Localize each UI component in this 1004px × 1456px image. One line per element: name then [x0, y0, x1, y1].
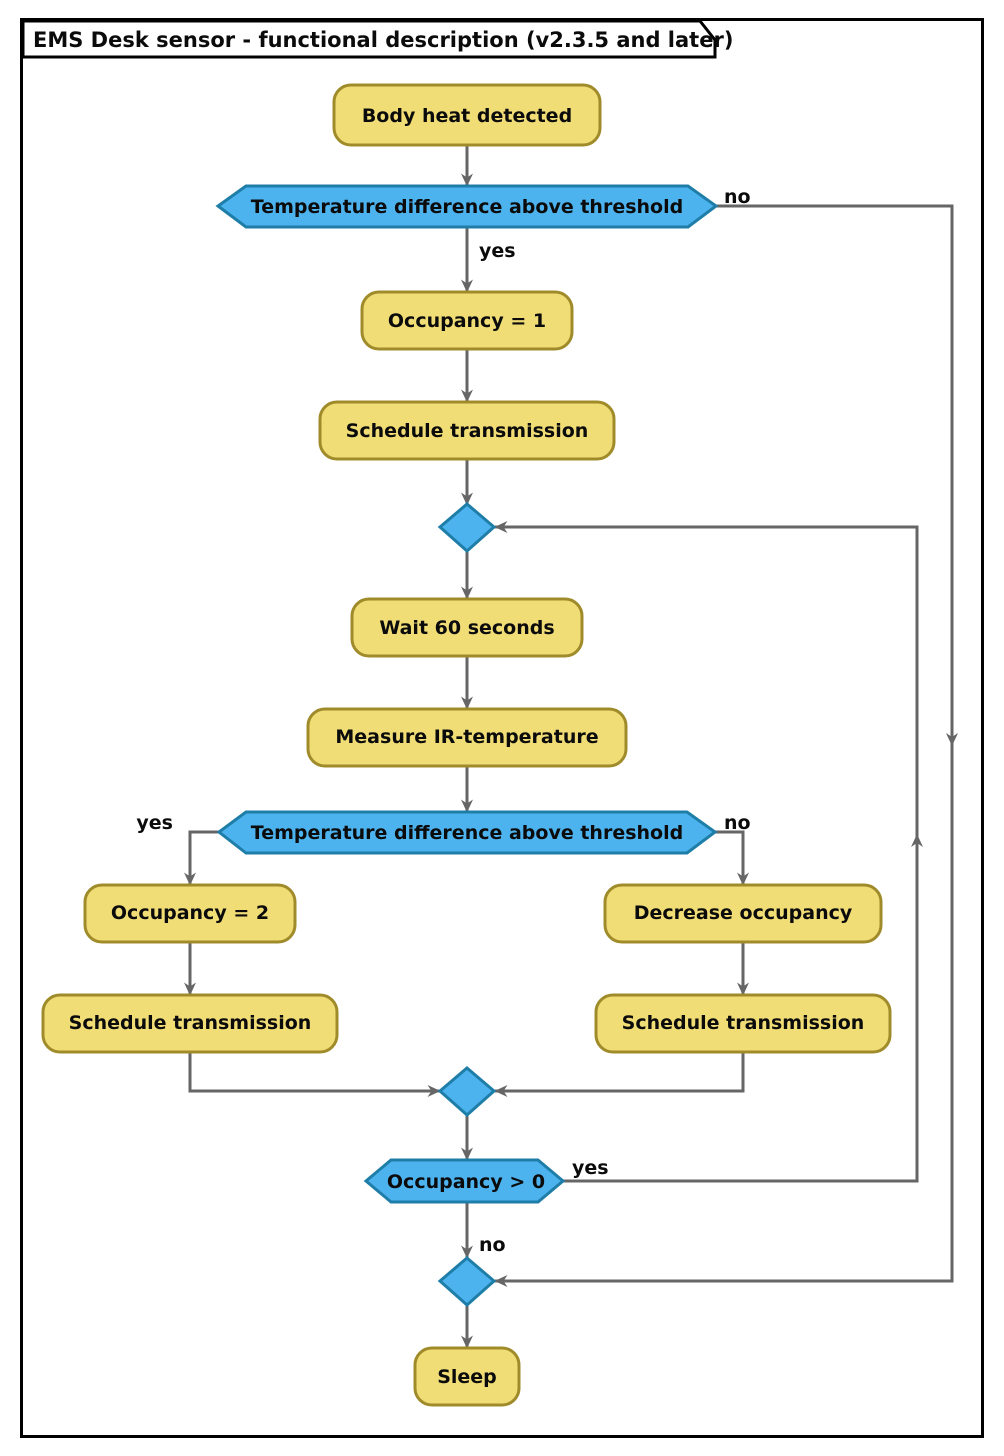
activity-shape	[603, 883, 883, 944]
node-sleep[interactable]: Sleep	[413, 1346, 521, 1407]
edge-label-dec3-no: no	[479, 1234, 506, 1256]
activity-shape	[594, 993, 892, 1054]
edge-label-dec1-yes: yes	[479, 240, 516, 262]
node-occupancy-equals-1[interactable]: Occupancy = 1	[360, 290, 574, 351]
edge-layer	[184, 145, 958, 1349]
activity-shape	[41, 993, 339, 1054]
node-label: Sleep	[437, 1366, 497, 1388]
decision-shape	[363, 1158, 566, 1204]
decision-shape	[215, 184, 719, 229]
merge-shape	[437, 1066, 497, 1118]
activity-shape	[83, 883, 297, 944]
edge-dec2-decrease	[715, 830, 749, 886]
edge-dec2-occ2	[184, 830, 219, 886]
node-body-heat-detected[interactable]: Body heat detected	[332, 83, 602, 147]
frame-title-tab	[21, 19, 717, 59]
activity-shape	[332, 83, 602, 147]
node-merge-2[interactable]	[437, 1066, 497, 1118]
node-label: Occupancy > 0	[387, 1171, 545, 1193]
edge-sched3-merge2	[494, 1051, 745, 1097]
node-label: Schedule transmission	[69, 1012, 312, 1034]
activity-shape	[318, 400, 616, 461]
node-label: Body heat detected	[362, 105, 572, 127]
node-merge-3[interactable]	[437, 1256, 497, 1308]
edge-sched2-merge2	[188, 1051, 441, 1097]
edge-label-dec2-no: no	[724, 812, 751, 834]
merge-shape	[437, 1256, 497, 1308]
node-decision-temperature-difference-2[interactable]: Temperature difference above threshold	[216, 810, 718, 855]
node-label: Decrease occupancy	[634, 902, 853, 924]
decision-shape	[216, 810, 718, 855]
activity-shape	[350, 597, 584, 658]
activity-shape	[413, 1346, 521, 1407]
node-label: Temperature difference above threshold	[251, 196, 683, 218]
node-label: Wait 60 seconds	[379, 617, 554, 639]
node-merge-1[interactable]	[437, 502, 497, 554]
node-schedule-transmission-3[interactable]: Schedule transmission	[594, 993, 892, 1054]
node-wait-60-seconds[interactable]: Wait 60 seconds	[350, 597, 584, 658]
node-schedule-transmission-2[interactable]: Schedule transmission	[41, 993, 339, 1054]
node-label: Occupancy = 2	[111, 902, 269, 924]
edge-label-dec2-yes: yes	[136, 812, 173, 834]
node-label: Measure IR-temperature	[335, 726, 598, 748]
node-decision-occupancy-greater-than-zero[interactable]: Occupancy > 0	[363, 1158, 566, 1204]
node-measure-ir-temperature[interactable]: Measure IR-temperature	[306, 707, 628, 768]
node-decrease-occupancy[interactable]: Decrease occupancy	[603, 883, 883, 944]
edge-label-dec3-yes: yes	[572, 1157, 609, 1179]
merge-shape	[437, 502, 497, 554]
node-label: Schedule transmission	[622, 1012, 865, 1034]
activity-shape	[306, 707, 628, 768]
frame-title: EMS Desk sensor - functional description…	[33, 28, 733, 52]
node-label: Schedule transmission	[346, 420, 589, 442]
node-schedule-transmission-1[interactable]: Schedule transmission	[318, 400, 616, 461]
node-decision-temperature-difference-1[interactable]: Temperature difference above threshold	[215, 184, 719, 229]
edge-label-dec1-no: no	[724, 186, 751, 208]
node-label: Temperature difference above threshold	[251, 822, 683, 844]
activity-shape	[360, 290, 574, 351]
node-label: Occupancy = 1	[388, 310, 546, 332]
node-occupancy-equals-2[interactable]: Occupancy = 2	[83, 883, 297, 944]
